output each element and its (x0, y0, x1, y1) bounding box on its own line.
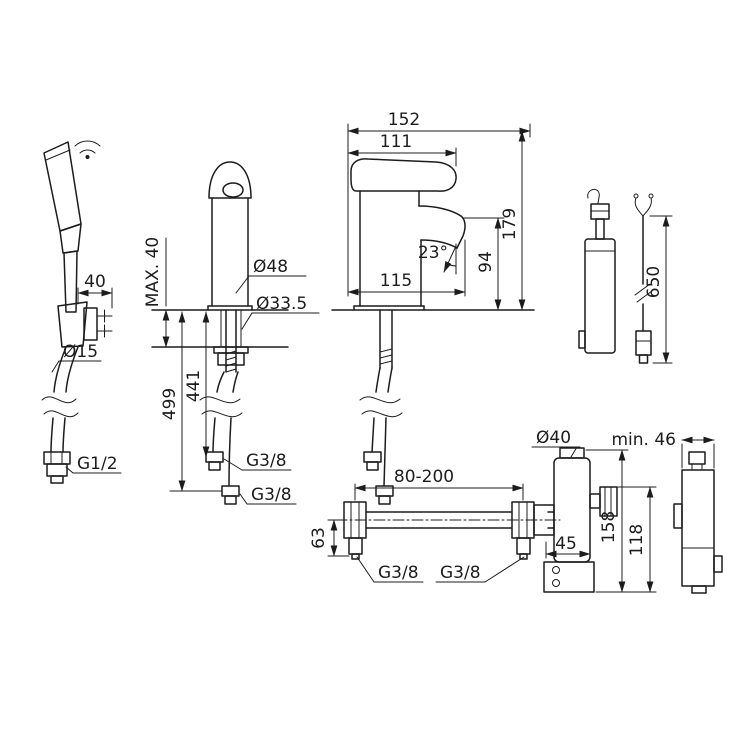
dim-o48-label: Ø48 (253, 257, 288, 277)
connecting-pipe (365, 511, 555, 529)
countertop-section (151, 309, 289, 348)
label-g38-right: G3/8 (435, 556, 525, 583)
dim-63-label: 63 (309, 527, 329, 549)
label-hose-diameter: Ø15 (51, 342, 102, 373)
accessories-view: 650 (578, 188, 673, 364)
dim-g38-upper-label: G3/8 (246, 451, 287, 471)
dim-g38-left-label: G3/8 (378, 563, 419, 583)
dim-g38-right-label: G3/8 (440, 563, 481, 583)
faucet-front-outline (350, 158, 466, 311)
faucet-side-outline (207, 161, 253, 311)
dim-23deg-label: 23° (418, 243, 448, 263)
dimension-179: 179 (500, 130, 526, 311)
dimension-max40: MAX. 40 (143, 237, 170, 348)
mounting-hardware (213, 309, 249, 373)
dim-179-label: 179 (500, 208, 520, 240)
dim-40-label: 40 (84, 272, 106, 292)
dimension-499: 499 (160, 311, 223, 492)
dimension-80-200: 80-200 (354, 467, 524, 501)
faucet-front-view: 152 111 23° 94 (331, 110, 535, 505)
dim-118-label: 118 (627, 524, 647, 556)
dimension-63: 63 (309, 519, 350, 557)
dim-650-label: 650 (644, 266, 664, 298)
handshower-view: 40 Ø15 G1/2 (41, 140, 122, 484)
dimension-158: 158 (585, 449, 657, 593)
right-fitting (511, 501, 535, 560)
left-fitting (343, 501, 367, 560)
valve-front-view (533, 447, 618, 593)
dim-152-label: 152 (388, 110, 420, 130)
dimension-111: 111 (347, 132, 457, 167)
dimension-441: 441 (184, 311, 210, 458)
dim-g38-lower-label: G3/8 (251, 485, 292, 505)
dimension-min46: min. 46 (612, 430, 715, 469)
dimension-115: 115 (347, 239, 466, 297)
dim-min46-label: min. 46 (612, 430, 677, 450)
dim-g12-label: G1/2 (77, 454, 118, 474)
faucet-side-view: MAX. 40 441 499 Ø48 Ø33.5 G3/8 G3/8 (143, 161, 320, 505)
label-g12: G1/2 (65, 454, 122, 474)
cable-assembly (633, 193, 654, 364)
dim-o15-label: Ø15 (63, 342, 98, 362)
dimension-152: 152 (347, 110, 531, 138)
dim-441-label: 441 (184, 370, 204, 402)
dim-158-label: 158 (599, 511, 619, 543)
dim-o40-label: Ø40 (536, 428, 571, 448)
wireless-icon (74, 140, 101, 159)
dim-499-label: 499 (160, 388, 180, 420)
label-valve-diameter: Ø40 (531, 428, 581, 458)
control-unit (578, 188, 616, 354)
spout-angle: 23° (418, 243, 457, 275)
shower-hose (41, 346, 79, 484)
dimension-118: 118 (617, 486, 657, 593)
dimension-650: 650 (644, 215, 673, 364)
supply-hoses-front (359, 309, 403, 505)
label-g38-upper: G3/8 (223, 451, 292, 471)
dim-94-label: 94 (476, 251, 496, 273)
dim-o335-label: Ø33.5 (256, 294, 307, 314)
dim-111-label: 111 (380, 132, 412, 152)
installation-view: Ø40 80-200 63 G3/8 G3/8 (309, 428, 723, 594)
label-g38-lower: G3/8 (239, 485, 297, 505)
dim-115-label: 115 (380, 271, 412, 291)
wall-bracket (57, 301, 113, 348)
dimension-40: 40 (77, 272, 113, 309)
label-body-diameter: Ø48 (235, 257, 307, 294)
dim-max40-label: MAX. 40 (143, 237, 163, 307)
valve-side-view (673, 451, 723, 594)
dimension-45: 45 (545, 534, 591, 559)
dim-80-200-label: 80-200 (394, 467, 454, 487)
dimension-94: 94 (463, 217, 505, 311)
label-g38-left: G3/8 (356, 556, 424, 583)
label-hole-diameter: Ø33.5 (241, 294, 320, 330)
mounting-pin-icon (96, 309, 113, 338)
handshower-outline (43, 141, 82, 313)
dim-45-label: 45 (555, 534, 577, 554)
